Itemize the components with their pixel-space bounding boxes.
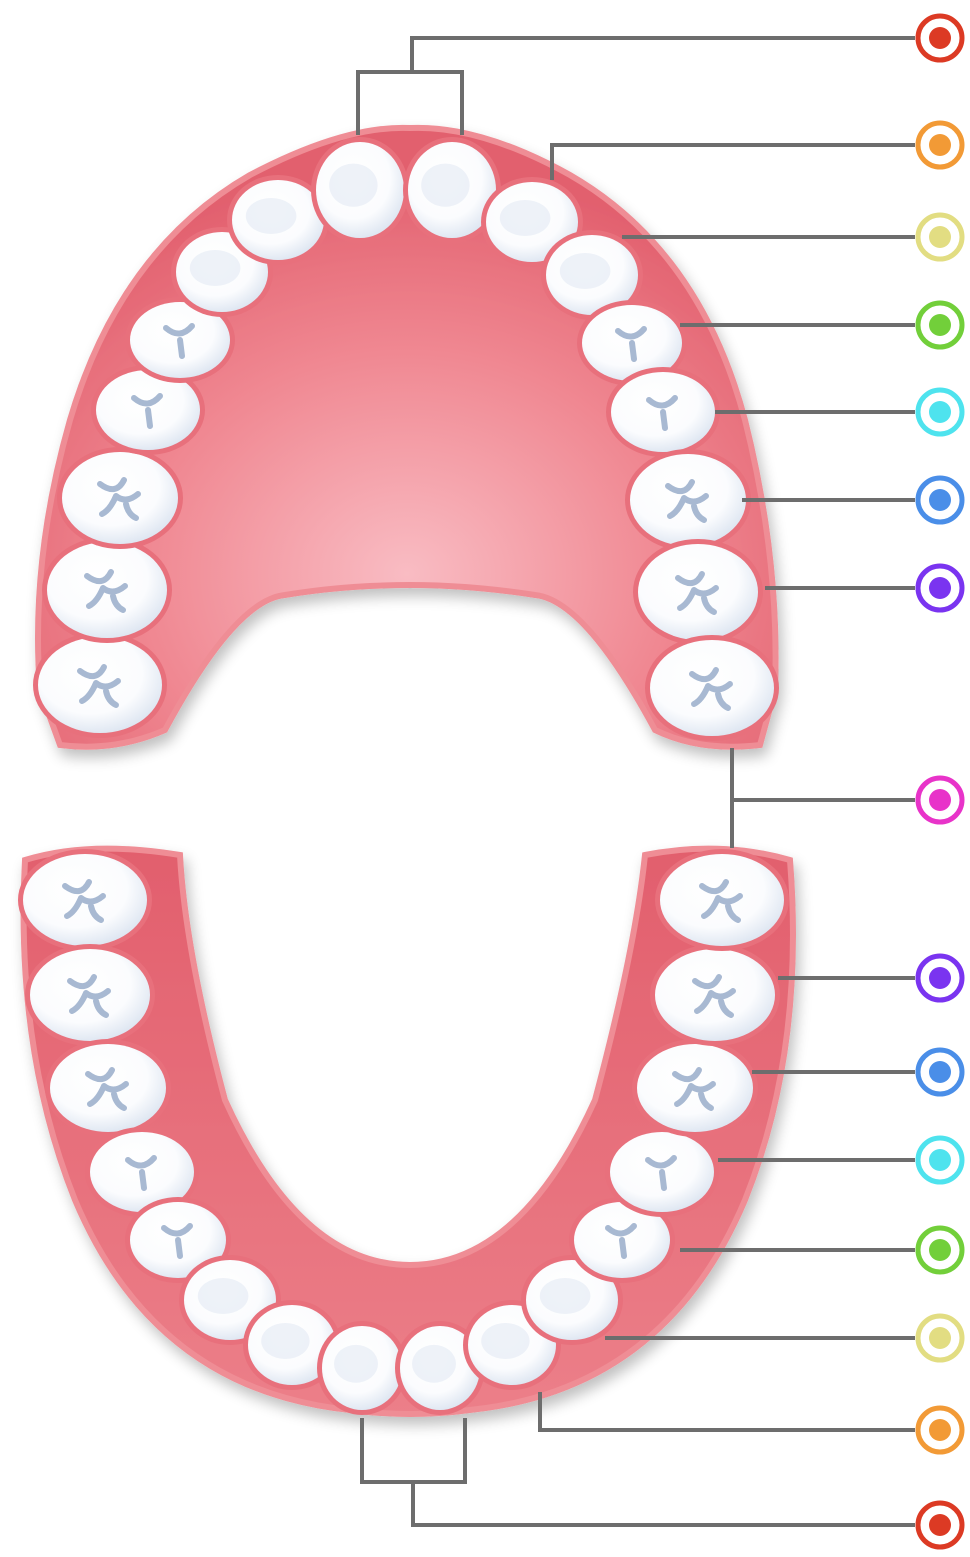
enamel-shade [500,200,551,236]
enamel-shade [198,1278,249,1314]
leader-line [732,748,915,848]
leader-line [552,145,915,180]
second-premolar-marker [918,390,962,434]
upper-tooth-8 [311,137,409,243]
enamel-shade [190,250,241,286]
upper-tooth-2 [42,537,172,643]
first-premolar-marker [918,303,962,347]
leader-line [540,1392,915,1430]
lower-tooth-1 [18,849,152,951]
canine-marker [918,1316,962,1360]
third-molar-marker [918,778,962,822]
first-premolar-marker [918,1228,962,1272]
second-molar-marker [918,566,962,610]
canine-marker [918,215,962,259]
central-incisor-marker [918,1503,962,1547]
lower-tooth-14 [632,1039,758,1137]
lower-tooth-13 [605,1127,719,1217]
second-premolar-marker [918,1138,962,1182]
lateral-incisor-marker [918,1408,962,1452]
enamel-shade [540,1278,591,1314]
central-incisor-marker [918,16,962,60]
enamel-shade [329,164,377,207]
enamel-shade [246,198,297,234]
first-molar-marker [918,478,962,522]
enamel-shade [412,1345,456,1383]
upper-tooth-1 [33,632,167,738]
enamel-shade [261,1323,309,1359]
enamel-shade [334,1345,378,1383]
lower-tooth-16 [655,849,789,951]
lower-tooth-8 [317,1321,407,1415]
leader-line [362,1418,915,1525]
first-molar-marker [918,1050,962,1094]
leader-line [358,38,915,135]
lower-tooth-3 [45,1039,171,1137]
lateral-incisor-marker [918,123,962,167]
second-molar-marker [918,956,962,1000]
upper-tooth-3 [57,447,183,549]
enamel-shade [421,164,469,207]
enamel-shade [560,253,611,289]
marker-column [918,16,962,1547]
upper-tooth-13 [606,367,720,457]
upper-tooth-16 [645,635,779,741]
upper-tooth-15 [633,539,763,645]
lower-tooth-15 [650,944,780,1046]
enamel-shade [481,1323,529,1359]
upper-tooth-14 [625,449,751,551]
lower-tooth-2 [25,944,155,1046]
